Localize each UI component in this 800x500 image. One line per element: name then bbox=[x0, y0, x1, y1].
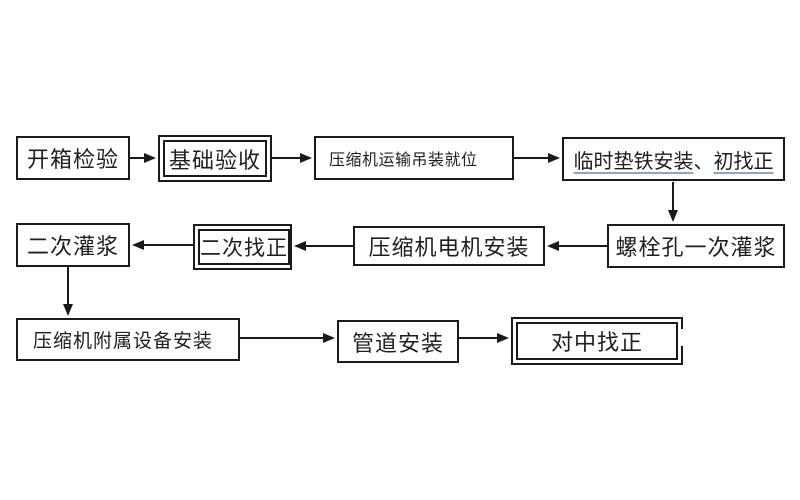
node-label: 二次灌浆 bbox=[26, 234, 119, 259]
node-label: 对中找正 bbox=[550, 330, 643, 355]
node-pipeline-installation: 管道安装 bbox=[337, 320, 459, 363]
node-label: 压缩机附属设备安装 bbox=[33, 331, 214, 352]
double-border-inner: 二次找正 bbox=[198, 229, 290, 265]
node-label: 螺栓孔一次灌浆 bbox=[615, 235, 777, 260]
double-border-inner: 基础验收 bbox=[163, 140, 267, 177]
node-label: 管道安装 bbox=[351, 330, 444, 356]
node-centering-alignment: 对中找正 bbox=[511, 317, 683, 365]
node-label: 基础验收 bbox=[168, 147, 261, 173]
node-label-part-underlined: 初找正 bbox=[713, 150, 774, 173]
node-label: 压缩机电机安装 bbox=[368, 235, 530, 260]
node-label-part-underlined: 临时垫铁安装 bbox=[573, 150, 694, 173]
node-compressor-auxiliary-equipment-installation: 压缩机附属设备安装 bbox=[16, 318, 240, 361]
double-border-inner: 对中找正 bbox=[516, 322, 678, 360]
node-compressor-motor-installation: 压缩机电机安装 bbox=[353, 226, 545, 266]
node-label: 压缩机运输吊装就位 bbox=[329, 152, 478, 169]
node-label: 开箱检验 bbox=[26, 147, 119, 172]
node-temporary-shim-install-initial-alignment: 临时垫铁安装、初找正 bbox=[562, 137, 785, 181]
node-foundation-acceptance: 基础验收 bbox=[158, 135, 272, 182]
node-compressor-transport-hoisting: 压缩机运输吊装就位 bbox=[314, 136, 514, 180]
node-open-box-inspection: 开箱检验 bbox=[16, 136, 130, 180]
watermark-artifact bbox=[678, 329, 685, 346]
node-label-separator: 、 bbox=[693, 150, 714, 173]
node-secondary-alignment: 二次找正 bbox=[193, 224, 292, 270]
node-bolt-hole-first-grouting: 螺栓孔一次灌浆 bbox=[607, 224, 785, 268]
node-label: 二次找正 bbox=[200, 237, 288, 260]
node-secondary-grouting: 二次灌浆 bbox=[16, 223, 130, 267]
